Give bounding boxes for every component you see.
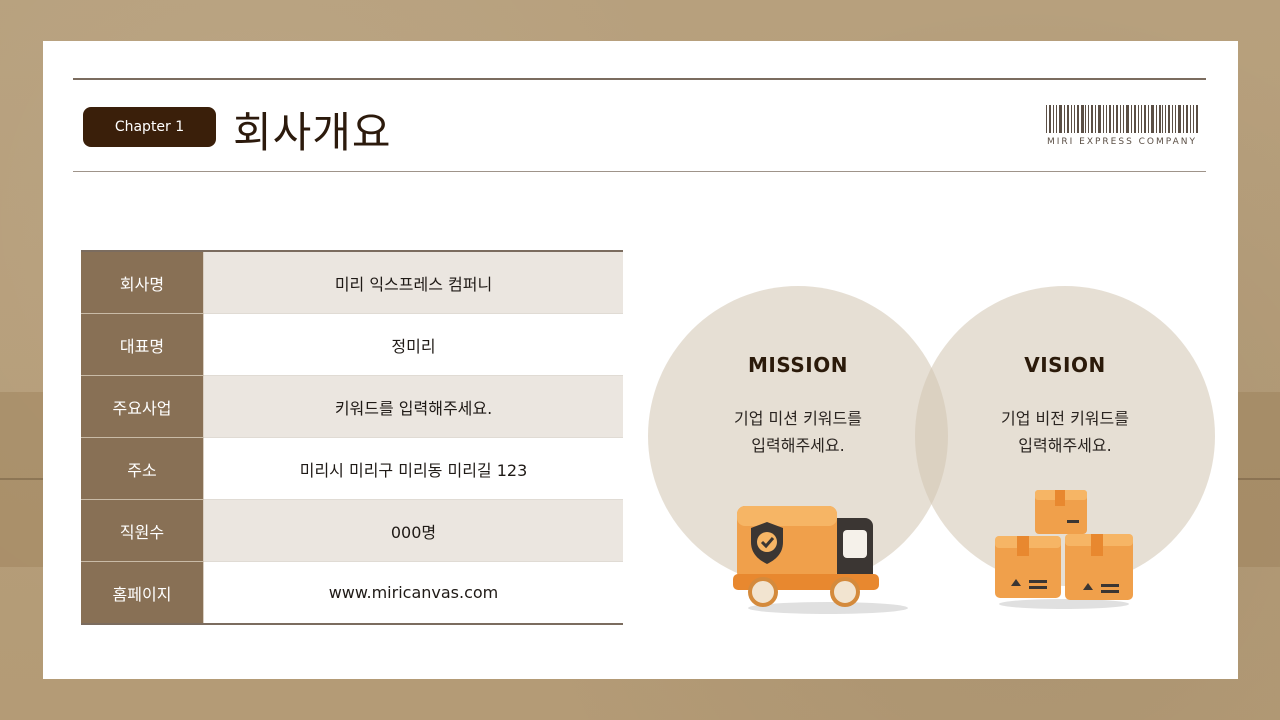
mission-title: MISSION [748, 353, 848, 377]
row-value: 정미리 [204, 314, 623, 375]
table-row: 홈페이지 www.miricanvas.com [81, 561, 623, 623]
brand-text: MIRI EXPRESS COMPANY [1046, 137, 1198, 147]
barcode-bar [1116, 105, 1119, 133]
barcode-bar [1046, 105, 1047, 133]
row-value: 미리 익스프레스 컴퍼니 [204, 252, 623, 313]
delivery-truck-icon [733, 506, 908, 614]
barcode-bar [1095, 105, 1097, 133]
barcode-bar [1150, 105, 1154, 133]
barcode-bar [1183, 105, 1185, 133]
barcode-bar [1175, 105, 1177, 133]
package-boxes-icon [995, 490, 1133, 609]
barcode-bar [1137, 105, 1139, 133]
barcode-bar [1120, 105, 1122, 133]
row-value: 미리시 미리구 미리동 미리길 123 [204, 438, 623, 499]
barcode-bar [1158, 105, 1161, 133]
header-divider [73, 171, 1206, 172]
vision-line-2: 입력해주세요. [1018, 436, 1112, 455]
barcode-bar [1130, 105, 1132, 133]
barcode-icon [1046, 105, 1198, 133]
barcode-bar [1165, 105, 1167, 133]
barcode-bar [1080, 105, 1084, 133]
barcode-bar [1178, 105, 1182, 133]
barcode-bar [1048, 105, 1051, 133]
barcode-bar [1147, 105, 1149, 133]
table-row: 대표명 정미리 [81, 313, 623, 375]
table-row: 회사명 미리 익스프레스 컴퍼니 [81, 252, 623, 313]
barcode-bar [1070, 105, 1072, 133]
company-info-table: 회사명 미리 익스프레스 컴퍼니 대표명 정미리 주요사업 키워드를 입력해주세… [81, 250, 623, 625]
barcode-bar [1098, 105, 1102, 133]
mission-line-1: 기업 미션 키워드를 [734, 409, 862, 428]
barcode-bar [1133, 105, 1136, 133]
barcode-bar [1172, 105, 1174, 133]
barcode-bar [1088, 105, 1090, 133]
barcode-bar [1055, 105, 1057, 133]
row-label: 주요사업 [81, 375, 204, 437]
barcode-bar [1076, 105, 1079, 133]
row-label: 회사명 [81, 252, 204, 313]
vision-description: 기업 비전 키워드를 입력해주세요. [915, 405, 1215, 459]
barcode-bar [1091, 105, 1094, 133]
barcode-bar [1058, 105, 1062, 133]
barcode-bar [1109, 105, 1112, 133]
barcode-bar [1085, 105, 1087, 133]
barcode-bar [1155, 105, 1157, 133]
table-row: 직원수 000명 [81, 499, 623, 561]
barcode-bar [1106, 105, 1108, 133]
vision-title: VISION [1024, 353, 1106, 377]
row-value: 000명 [204, 500, 623, 561]
barcode-bar [1195, 105, 1198, 133]
barcode-bar [1125, 105, 1129, 133]
barcode-bar [1186, 105, 1189, 133]
barcode-bar [1122, 105, 1124, 133]
mission-description: 기업 미션 키워드를 입력해주세요. [648, 405, 948, 459]
barcode-bar [1066, 105, 1069, 133]
barcode-bar [1140, 105, 1142, 133]
row-value: 키워드를 입력해주세요. [204, 376, 623, 437]
row-label: 직원수 [81, 499, 204, 561]
page-title: 회사개요 [233, 108, 392, 157]
row-label: 홈페이지 [81, 561, 204, 623]
table-row: 주소 미리시 미리구 미리동 미리길 123 [81, 437, 623, 499]
barcode-bar [1193, 105, 1195, 133]
chapter-label: Chapter 1 [114, 119, 185, 135]
row-label: 대표명 [81, 313, 204, 375]
barcode-bar [1073, 105, 1075, 133]
vision-block: VISION 기업 비전 키워드를 입력해주세요. [915, 353, 1215, 459]
top-rule [73, 78, 1206, 80]
barcode-bar [1113, 105, 1115, 133]
chapter-badge: Chapter 1 [83, 107, 216, 147]
row-label: 주소 [81, 437, 204, 499]
barcode-bar [1190, 105, 1192, 133]
table-row: 주요사업 키워드를 입력해주세요. [81, 375, 623, 437]
vision-line-1: 기업 비전 키워드를 [1001, 409, 1129, 428]
barcode-bar [1168, 105, 1171, 133]
slide-sheet: Chapter 1 회사개요 MIRI EXPRESS COMPANY 회사명 … [43, 41, 1238, 679]
barcode-bar [1063, 105, 1065, 133]
barcode-bar [1143, 105, 1146, 133]
row-value: www.miricanvas.com [204, 562, 623, 623]
mission-block: MISSION 기업 미션 키워드를 입력해주세요. [648, 353, 948, 459]
mission-line-2: 입력해주세요. [751, 436, 845, 455]
barcode-bar [1052, 105, 1054, 133]
vision-circle [915, 286, 1215, 586]
barcode-bar [1162, 105, 1164, 133]
barcode-bar [1103, 105, 1105, 133]
barcode-logo: MIRI EXPRESS COMPANY [1046, 105, 1198, 147]
